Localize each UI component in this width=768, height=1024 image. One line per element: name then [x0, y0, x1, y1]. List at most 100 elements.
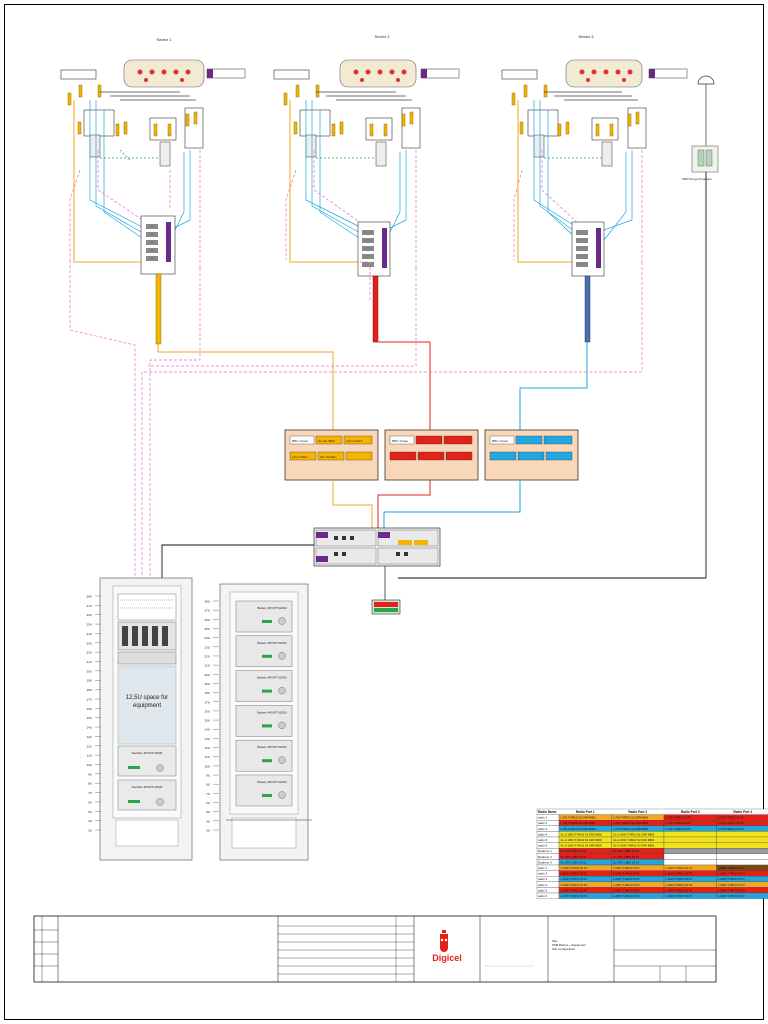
table-cell-text: L-2600 /T-RRU2 S3 P1	[666, 877, 693, 881]
table-row-name: radio 2	[538, 872, 548, 876]
module-knob-icon	[278, 756, 286, 764]
rack-unit-label: 12U	[204, 746, 210, 750]
battery-module	[235, 774, 293, 807]
connectors-sector-1	[67, 84, 198, 137]
module-knob-icon	[278, 791, 286, 799]
table-cell-text: L-2600 /T-RRU2 S2 P2	[561, 888, 588, 892]
module-knob-icon	[278, 617, 286, 625]
rack-2-unit-labels: 28U27U26U25U24U23U22U21U20U19U18U17U16U1…	[204, 600, 219, 833]
bbu-1: BBU 4 base GL-4G-3800 L2G 4-0ELX L2G 4-D…	[284, 429, 379, 481]
rack-unit-label: 19U	[204, 682, 210, 686]
rack-unit-label: 21U	[204, 664, 210, 668]
rack-unit-label: 13U	[204, 737, 210, 741]
table-cell-text: GL-G 1800 /T-RRU2 S2 GRR M800	[561, 838, 603, 842]
table-cell-text: L-2600 /T-RRU2 S2 P2	[718, 888, 745, 892]
table-cell-text: L-700 /T-RRU2 S1 GRR M800	[561, 816, 597, 820]
table-row-name: radio 3	[538, 827, 548, 831]
battery-module-label: Battery 48V/PTU2000	[257, 745, 287, 749]
rack-unit-label: 28U	[204, 600, 210, 604]
table-cell-text: GL-G 1800 /T-RRU2 S3 GRR M800	[561, 844, 603, 848]
bbu-links	[161, 480, 521, 600]
rack-unit-label: 3U	[206, 829, 210, 833]
rack-unit-label: 5U	[88, 810, 92, 814]
rack-unit-label: 24U	[86, 632, 92, 636]
table-cell-text: L-2600 /T-RRU2 S2 P1	[613, 872, 640, 876]
module-led	[262, 724, 272, 728]
table-cell-text: GL-GPS 1-BBU S2 S1	[613, 855, 640, 859]
battery-module-label: Battery 48V/PTU2000	[257, 641, 287, 645]
table-cell-text: L-2600 /T-RRU2 S3 P2	[561, 894, 588, 898]
rack-unit-label: 24U	[204, 636, 210, 640]
table-header-cell: Radio Port 2	[628, 810, 647, 814]
table-cell	[663, 848, 717, 854]
gps-antenna-icon	[697, 75, 715, 85]
bbu-3: BBU 4 base	[484, 429, 579, 481]
table-cell-text: L-700 /T-RRU2 S3 PX	[666, 827, 692, 831]
table-cell-text: L-2600 /T-RRU2 S1 P2	[561, 883, 588, 887]
trunk-sector-1	[155, 273, 162, 345]
dcdu-ports-sector-1	[146, 224, 158, 261]
rack-unit-label: 4U	[206, 819, 210, 823]
table-cell-text: L-2600 /T-RRU2 S3 P1	[718, 877, 745, 881]
rack-unit-label: 25U	[86, 623, 92, 627]
battery-module	[235, 739, 293, 772]
table-cell-text: L-700 /T-RRU2 S2 PX	[718, 821, 744, 825]
rack-unit-label: 9U	[88, 772, 92, 776]
main-baseband-unit	[313, 527, 441, 567]
battery-module	[235, 670, 293, 702]
rack-unit-label: 15U	[204, 719, 210, 723]
table-row-name: radio 4	[538, 883, 548, 887]
table-cell-text: L-2600 /T-RRU2 S1 P2	[718, 883, 745, 887]
rack-unit-label: 17U	[204, 700, 210, 704]
rack-unit-label: 4U	[88, 819, 92, 823]
rack-unit-label: 20U	[204, 673, 210, 677]
rack-unit-label: 11U	[87, 754, 92, 758]
battery-module-label: Battery 48V/PTU2000	[257, 710, 287, 714]
transmission-module	[371, 599, 401, 615]
bbu-1-cell-4: GIL 4G-0EU	[320, 455, 336, 459]
rru-sector-3-a	[501, 69, 538, 80]
rack-unit-label: 8U	[88, 782, 92, 786]
module-knob-icon	[278, 721, 286, 730]
rack-unit-label: 10U	[204, 764, 210, 768]
table-cell-text: L-700 /T-RRU2 S2 PX	[666, 821, 692, 825]
table-cell	[716, 831, 768, 838]
rack-1-unit-labels: 28U27U26U25U24U23U22U21U20U19U18U17U16U1…	[86, 595, 101, 833]
sector-2-label: Sector 2	[375, 34, 391, 39]
table-row-name: radio 2	[538, 821, 548, 825]
surge-label: PRM Surge Protection	[682, 177, 712, 181]
sector-3-label: Sector 3	[579, 34, 595, 39]
battery-module-label: Battery 48V/PTU2000	[257, 676, 287, 680]
rack-unit-label: 15U	[86, 716, 92, 720]
table-cell-text: L-2600 /T-RRU2 S1 P2	[613, 883, 640, 887]
module-led	[262, 689, 272, 693]
sector-1: Sector 1	[60, 37, 246, 345]
rack-unit-label: 3U	[88, 829, 92, 833]
table-cell-text: L-700 /T-RRU2 S3 GRR M800	[561, 827, 597, 831]
table-cell-text: GL-GPS 1-BBU S1 S1	[561, 849, 588, 853]
rack-unit-label: 13U	[86, 735, 92, 739]
table-row-name: radio 5	[538, 838, 548, 842]
rack-unit-label: 17U	[86, 697, 92, 701]
rectifier-1	[117, 745, 177, 777]
rack-unit-label: 18U	[204, 691, 210, 695]
battery-module	[235, 635, 293, 668]
bbu-2-label: BBU 4 base	[392, 439, 408, 443]
brand-name: Digicel	[432, 953, 462, 963]
table-header-cell: Radio Port 1	[576, 810, 595, 814]
rack-unit-label: 10U	[86, 763, 92, 767]
table-cell-text: L-2600 /T-RRU2 S1 P1	[666, 866, 693, 870]
table-cell-text: L-2600 /T-RRU2 S2 P1	[718, 872, 745, 876]
bbu-2: BBU 4 base	[384, 429, 479, 481]
radios-sector-1	[83, 107, 204, 167]
table-cell	[716, 892, 768, 899]
sector-1-label: Sector 1	[157, 37, 173, 42]
table-cell-text: L-2600 /T-RRU2 S2 P2	[666, 888, 693, 892]
bbu-1-cell-2: L2G 4-0ELX	[346, 439, 363, 443]
table-cell-text: GL-G 1800 /T-RRU2 S1 GRR M800	[613, 832, 655, 836]
rack-unit-label: 14U	[204, 728, 210, 732]
table-cell-text: L-2600 /T-RRU2 S2 P1	[561, 872, 588, 876]
table-cell	[663, 836, 717, 843]
